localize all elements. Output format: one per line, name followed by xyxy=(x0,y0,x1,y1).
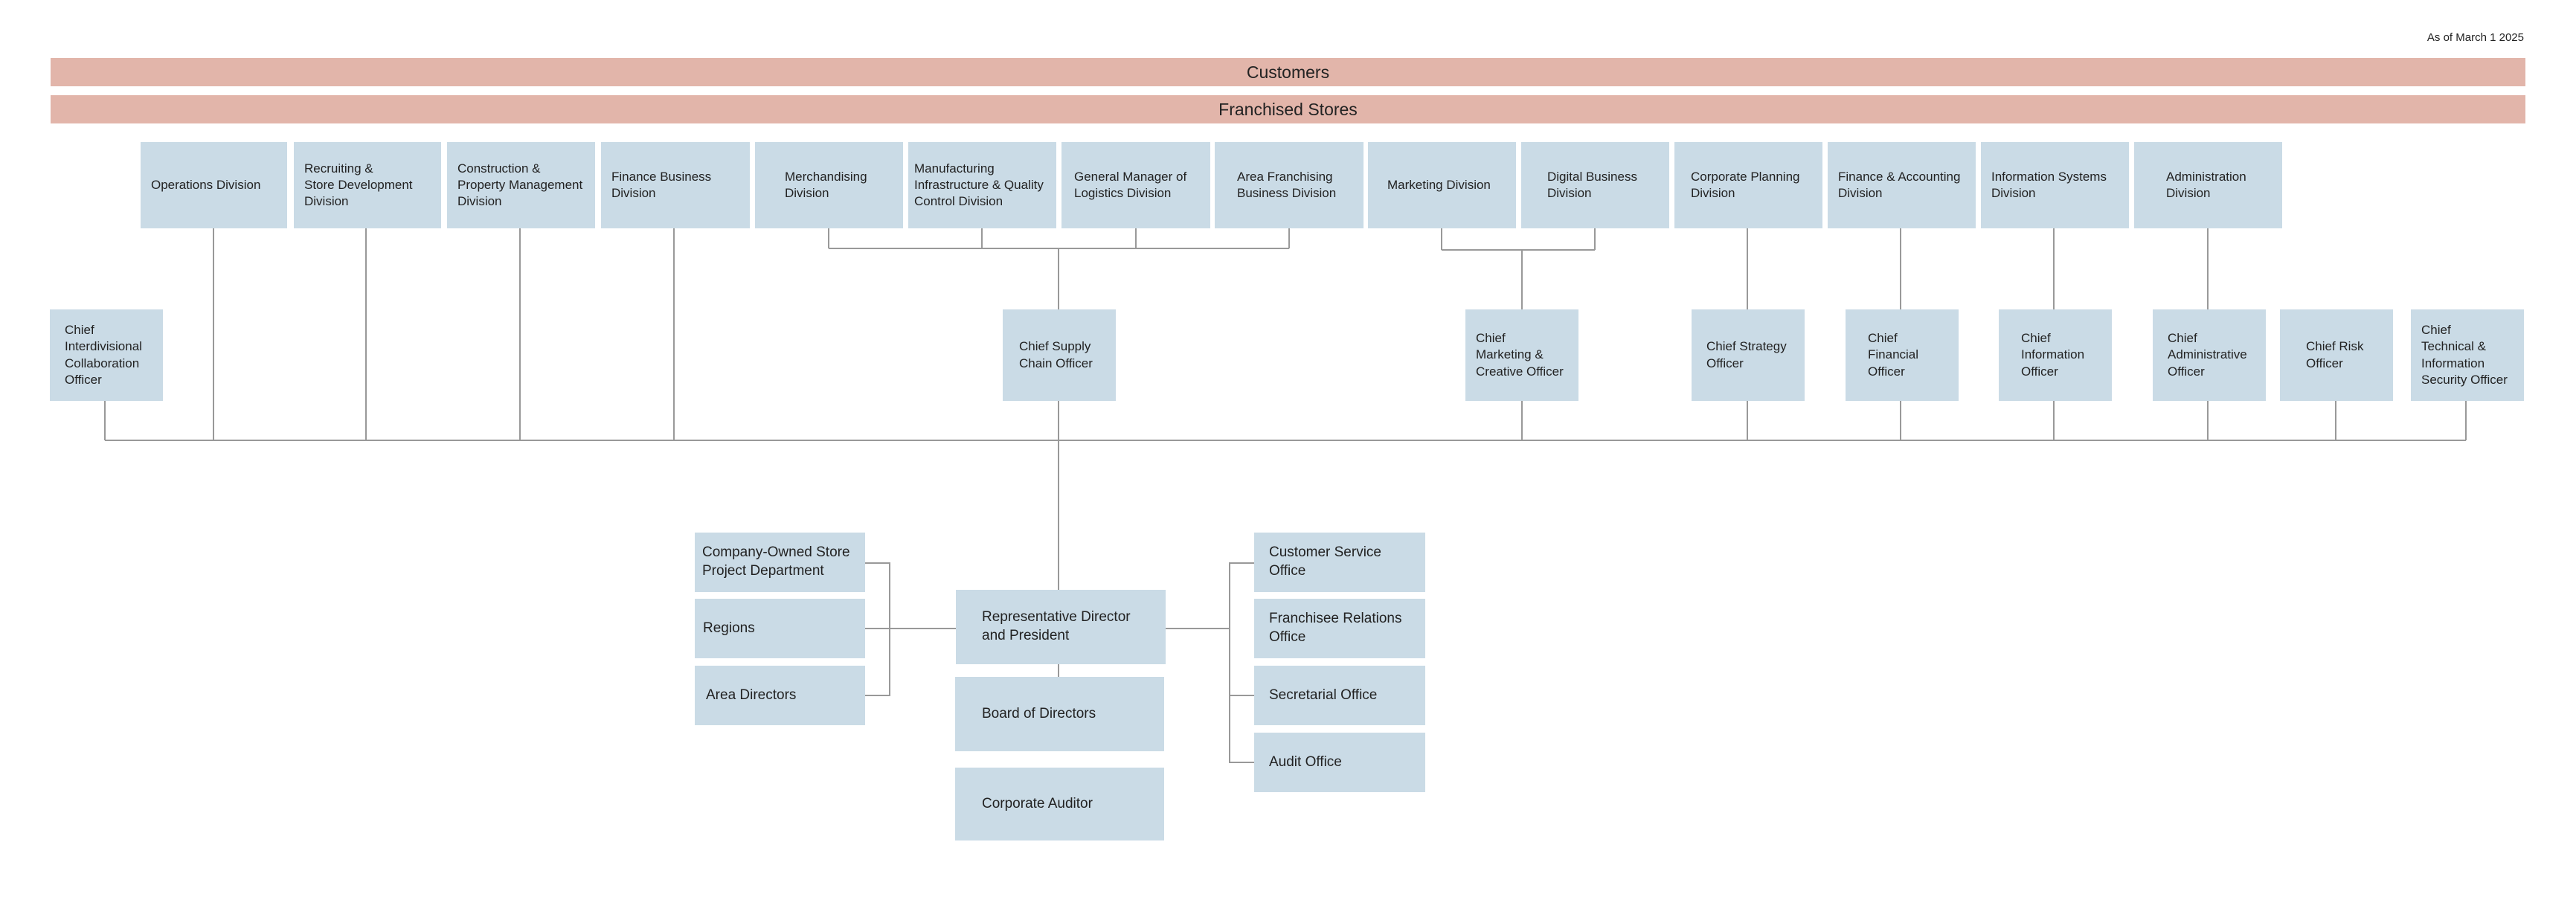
division-manufacturing-quality-control: Manufacturing Infrastructure & Quality C… xyxy=(908,142,1056,228)
customers-bar: Customers xyxy=(51,58,2525,86)
left-units-line xyxy=(865,562,956,696)
division-construction-property-management: Construction & Property Management Divis… xyxy=(447,142,595,228)
division-area-franchising-business: Area Franchising Business Division xyxy=(1215,142,1364,228)
division-corporate-planning: Corporate Planning Division xyxy=(1674,142,1822,228)
marketing-group-line xyxy=(1441,228,1596,309)
division-administration: Administration Division xyxy=(2134,142,2282,228)
officer-chief-financial: Chief Financial Officer xyxy=(1846,309,1959,401)
officer-chief-technical-information-security: Chief Technical & Information Security O… xyxy=(2411,309,2524,401)
unit-franchisee-relations-office: Franchisee Relations Office xyxy=(1254,599,1425,658)
representative-director-president: Representative Director and President xyxy=(956,590,1166,664)
officer-chief-interdivisional-collaboration: Chief Interdivisional Collaboration Offi… xyxy=(50,309,163,401)
officer-chief-risk: Chief Risk Officer xyxy=(2280,309,2393,401)
division-marketing: Marketing Division xyxy=(1368,142,1516,228)
division-operations: Operations Division xyxy=(141,142,287,228)
division-digital-business: Digital Business Division xyxy=(1521,142,1669,228)
unit-company-owned-store-project: Company-Owned Store Project Department xyxy=(695,533,865,592)
unit-audit-office: Audit Office xyxy=(1254,733,1425,792)
division-logistics: General Manager of Logistics Division xyxy=(1061,142,1210,228)
officer-chief-supply-chain: Chief Supply Chain Officer xyxy=(1003,309,1116,401)
division-information-systems: Information Systems Division xyxy=(1981,142,2129,228)
board-of-directors: Board of Directors xyxy=(955,677,1164,751)
officer-chief-information: Chief Information Officer xyxy=(1999,309,2112,401)
officer-chief-administrative: Chief Administrative Officer xyxy=(2153,309,2266,401)
supply-chain-group-line xyxy=(828,228,1290,309)
unit-customer-service-office: Customer Service Office xyxy=(1254,533,1425,592)
as-of-date: As of March 1 2025 xyxy=(2426,31,2524,44)
corporate-auditor: Corporate Auditor xyxy=(955,768,1164,840)
franchised-stores-bar: Franchised Stores xyxy=(51,95,2525,123)
division-merchandising: Merchandising Division xyxy=(755,142,903,228)
unit-area-directors: Area Directors xyxy=(695,666,865,725)
unit-secretarial-office: Secretarial Office xyxy=(1254,666,1425,725)
division-finance-accounting: Finance & Accounting Division xyxy=(1828,142,1976,228)
division-finance-business: Finance Business Division xyxy=(601,142,750,228)
division-recruiting-store-development: Recruiting & Store Development Division xyxy=(294,142,441,228)
unit-regions: Regions xyxy=(695,599,865,658)
right-units-line xyxy=(1166,562,1254,763)
officer-chief-marketing-creative: Chief Marketing & Creative Officer xyxy=(1465,309,1578,401)
officer-chief-strategy: Chief Strategy Officer xyxy=(1692,309,1805,401)
